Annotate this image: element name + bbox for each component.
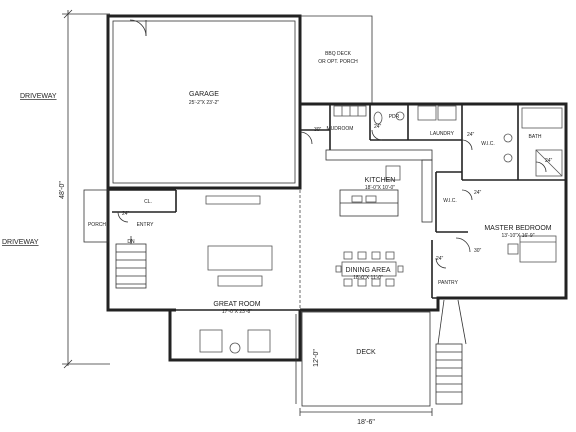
mudroom-bench [333,105,367,117]
closet-door-size: 24" [122,211,130,217]
pdr-name: PDR [389,114,400,120]
porch-outline [83,189,109,243]
great-room-name: GREAT ROOM [213,301,260,308]
garage-size: 25'-2"X 23'-2" [189,100,219,106]
laundry-appliances [417,105,457,121]
closet-name: CL. [144,199,152,205]
bath-door-size: 24" [545,158,553,164]
deck-name: DECK [356,349,376,356]
entry-name: ENTRY [137,222,155,228]
overall-depth-dimension: 48'-0" [59,181,66,199]
wic-top-door-size: 24" [467,132,475,138]
garage-name: GARAGE [189,91,219,98]
pantry-door-size: 24" [436,256,444,262]
great-room-furniture [199,195,273,354]
pantry-name: PANTRY [438,280,458,286]
door-swings [117,129,547,269]
dining-size: 18'-0"X 11'-0" [353,275,383,281]
bbq-deck-line1: BBQ DECK [325,51,352,57]
kitchen-name: KITCHEN [365,177,396,184]
bath-name: BATH [529,134,542,140]
stair-down-label: DN [127,239,135,245]
porch-name: PORCH [88,222,106,228]
dining-table [335,251,404,287]
master-bedroom-size: 13'-10"X 16'-9" [502,233,535,239]
deck-depth-dimension: 12'-0" [313,349,320,367]
bath-fixtures [503,107,563,177]
wic-top-name: W.I.C. [481,141,495,147]
kitchen-size: 18'-0"X 10'-0" [365,185,395,191]
interior-walls [108,104,566,299]
driveway-label-top: DRIVEWAY [20,93,57,100]
pdr-door-size: 24" [374,124,382,130]
mudroom-name: MUDROOM [327,126,354,132]
master-door-size: 30" [474,248,482,254]
mudroom-door-size: 30" [314,127,322,133]
dining-name: DINING AREA [345,267,390,274]
house-exterior-walls [106,102,568,362]
laundry-name: LAUNDRY [430,131,454,137]
master-bedroom-name: MASTER BEDROOM [484,225,551,232]
wic-mid-name: W.I.C. [443,198,457,204]
driveway-label-bottom: DRIVEWAY [2,239,39,246]
deck-width-dimension: 18'-6" [357,419,375,426]
pdr-fixtures [373,111,405,125]
bbq-deck-outline [300,15,373,104]
overall-dimension-line [62,9,110,369]
master-bed [507,235,557,263]
deck-outline [295,311,433,416]
deck-stairs [435,299,467,405]
wic-mid-door-size: 24" [474,190,482,196]
garage-walls [106,14,302,190]
great-room-size: 17'-0"X 23'-8" [222,309,252,315]
kitchen-counters [325,149,433,223]
bbq-deck-line2: OR OPT. PORCH [318,59,358,65]
stairs [115,236,147,289]
